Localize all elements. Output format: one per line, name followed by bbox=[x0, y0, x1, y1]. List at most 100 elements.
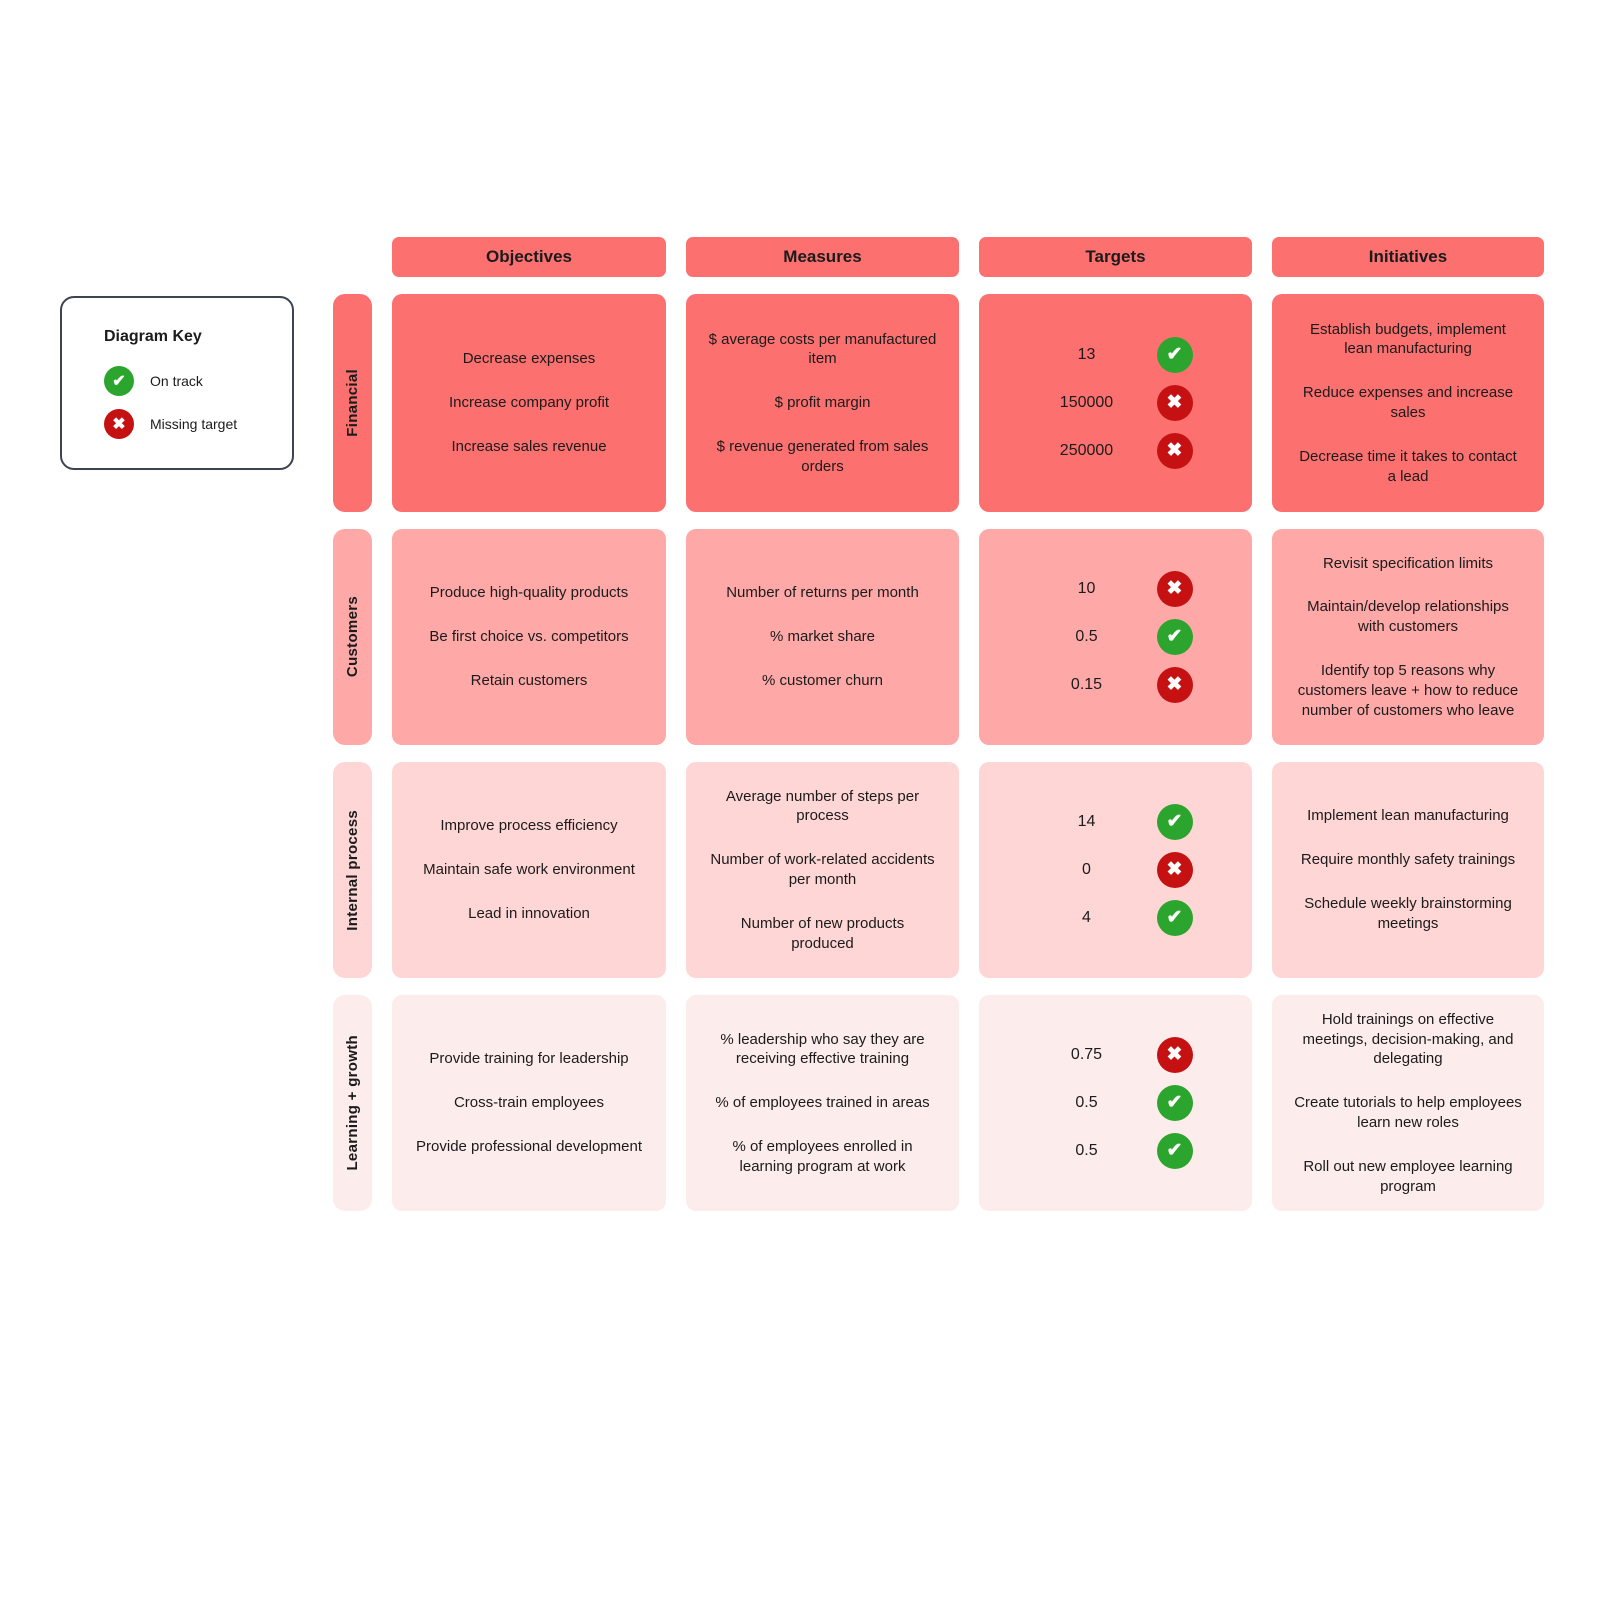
initiative: Implement lean manufacturing bbox=[1307, 807, 1509, 825]
financial-targets-cell: 13 150000 250000 bbox=[979, 294, 1252, 512]
initiative: Decrease time it takes to contact a lead bbox=[1299, 447, 1517, 485]
measure: $ revenue generated from sales orders bbox=[716, 437, 929, 475]
row-label-learning-growth: Learning + growth bbox=[333, 995, 372, 1211]
objective: Lead in innovation bbox=[468, 904, 590, 922]
objective: Be first choice vs. competitors bbox=[429, 628, 629, 646]
customers-objectives-cell: Produce high-quality products Be first c… bbox=[392, 529, 666, 745]
internal-process-measures-cell: Average number of steps per process Numb… bbox=[686, 762, 959, 978]
measure: Number of returns per month bbox=[726, 584, 919, 602]
row-label-financial: Financial bbox=[333, 294, 372, 512]
objective: Improve process efficiency bbox=[440, 817, 618, 835]
initiative: Require monthly safety trainings bbox=[1300, 851, 1516, 869]
target-value: 0.5 bbox=[1075, 1094, 1098, 1112]
check-icon bbox=[1156, 900, 1193, 936]
diagram-key-title: Diagram Key bbox=[104, 328, 202, 345]
x-icon bbox=[1156, 385, 1193, 421]
target-value: 4 bbox=[1082, 909, 1091, 927]
initiative: Identify top 5 reasons why customers lea… bbox=[1297, 662, 1519, 719]
financial-objectives-cell: Decrease expenses Increase company profi… bbox=[392, 294, 666, 512]
target-row: 14 bbox=[1039, 804, 1193, 840]
internal-process-initiatives-cell: Implement lean manufacturing Require mon… bbox=[1272, 762, 1544, 978]
learning-growth-initiatives-cell: Hold trainings on effective meetings, de… bbox=[1272, 995, 1544, 1211]
key-item-on-track: On track bbox=[104, 366, 276, 396]
financial-measures-cell: $ average costs per manufactured item $ … bbox=[686, 294, 959, 512]
target-row: 0.5 bbox=[1039, 1133, 1193, 1169]
initiative: Maintain/develop relationships with cust… bbox=[1307, 598, 1509, 636]
objective: Increase sales revenue bbox=[451, 437, 607, 455]
key-item-missing-target: Missing target bbox=[104, 409, 276, 439]
objective: Cross-train employees bbox=[453, 1094, 605, 1112]
initiative: Hold trainings on effective meetings, de… bbox=[1302, 1010, 1514, 1068]
initiative: Establish budgets, implement lean manufa… bbox=[1310, 320, 1506, 358]
measure: % leadership who say they are receiving … bbox=[720, 1030, 925, 1068]
target-row: 0 bbox=[1039, 852, 1193, 888]
x-icon bbox=[1156, 852, 1193, 888]
target-value: 0 bbox=[1082, 861, 1091, 879]
measure: % market share bbox=[769, 628, 876, 646]
target-row: 250000 bbox=[1039, 433, 1193, 469]
target-row: 13 bbox=[1039, 337, 1193, 373]
target-row: 10 bbox=[1039, 571, 1193, 607]
x-icon bbox=[104, 409, 134, 439]
learning-growth-targets-cell: 0.75 0.5 0.5 bbox=[979, 995, 1252, 1211]
initiative: Revisit specification limits bbox=[1322, 554, 1494, 572]
target-value: 0.5 bbox=[1075, 1142, 1098, 1160]
target-value: 10 bbox=[1077, 580, 1096, 598]
objective: Maintain safe work environment bbox=[423, 861, 635, 879]
key-item-label: On track bbox=[150, 373, 203, 389]
target-value: 0.75 bbox=[1070, 1046, 1103, 1064]
target-row: 0.5 bbox=[1039, 1085, 1193, 1121]
objective: Increase company profit bbox=[448, 394, 610, 412]
target-value: 13 bbox=[1077, 346, 1096, 364]
measure: Number of work-related accidents per mon… bbox=[710, 851, 935, 888]
internal-process-targets-cell: 14 0 4 bbox=[979, 762, 1252, 978]
objective: Provide professional development bbox=[416, 1137, 642, 1155]
target-value: 250000 bbox=[1059, 442, 1114, 460]
column-header-objectives: Objectives bbox=[392, 237, 666, 277]
target-row: 0.15 bbox=[1039, 667, 1193, 703]
diagram-key: Diagram Key On track Missing target bbox=[60, 296, 294, 470]
x-icon bbox=[1156, 667, 1193, 703]
target-value: 0.5 bbox=[1075, 628, 1098, 646]
internal-process-objectives-cell: Improve process efficiency Maintain safe… bbox=[392, 762, 666, 978]
check-icon bbox=[1156, 804, 1193, 840]
check-icon bbox=[1156, 337, 1193, 373]
target-value: 0.15 bbox=[1070, 676, 1103, 694]
target-row: 0.75 bbox=[1039, 1037, 1193, 1073]
target-value: 150000 bbox=[1059, 394, 1114, 412]
target-row: 4 bbox=[1039, 900, 1193, 936]
initiative: Schedule weekly brainstorming meetings bbox=[1304, 895, 1512, 932]
x-icon bbox=[1156, 571, 1193, 607]
x-icon bbox=[1156, 433, 1193, 469]
initiative: Roll out new employee learning program bbox=[1303, 1157, 1513, 1195]
column-header-targets: Targets bbox=[979, 237, 1252, 277]
objective: Provide training for leadership bbox=[429, 1050, 629, 1068]
row-label-internal-process: Internal process bbox=[333, 762, 372, 978]
column-header-measures: Measures bbox=[686, 237, 959, 277]
financial-initiatives-cell: Establish budgets, implement lean manufa… bbox=[1272, 294, 1544, 512]
target-row: 0.5 bbox=[1039, 619, 1193, 655]
objective: Retain customers bbox=[470, 671, 588, 689]
initiative: Create tutorials to help employees learn… bbox=[1294, 1094, 1522, 1131]
x-icon bbox=[1156, 1037, 1193, 1073]
row-label-customers: Customers bbox=[333, 529, 372, 745]
key-item-label: Missing target bbox=[150, 416, 238, 432]
check-icon bbox=[1156, 1085, 1193, 1121]
objective: Produce high-quality products bbox=[429, 584, 629, 602]
target-value: 14 bbox=[1077, 813, 1096, 831]
check-icon bbox=[104, 366, 134, 396]
initiative: Reduce expenses and increase sales bbox=[1302, 384, 1514, 421]
measure: $ average costs per manufactured item bbox=[708, 330, 937, 368]
objective: Decrease expenses bbox=[462, 350, 596, 368]
measure: $ profit margin bbox=[774, 394, 871, 412]
check-icon bbox=[1156, 619, 1193, 655]
customers-targets-cell: 10 0.5 0.15 bbox=[979, 529, 1252, 745]
customers-initiatives-cell: Revisit specification limits Maintain/de… bbox=[1272, 529, 1544, 745]
learning-growth-measures-cell: % leadership who say they are receiving … bbox=[686, 995, 959, 1211]
customers-measures-cell: Number of returns per month % market sha… bbox=[686, 529, 959, 745]
target-row: 150000 bbox=[1039, 385, 1193, 421]
learning-growth-objectives-cell: Provide training for leadership Cross-tr… bbox=[392, 995, 666, 1211]
measure: Number of new products produced bbox=[740, 914, 905, 952]
column-header-initiatives: Initiatives bbox=[1272, 237, 1544, 277]
